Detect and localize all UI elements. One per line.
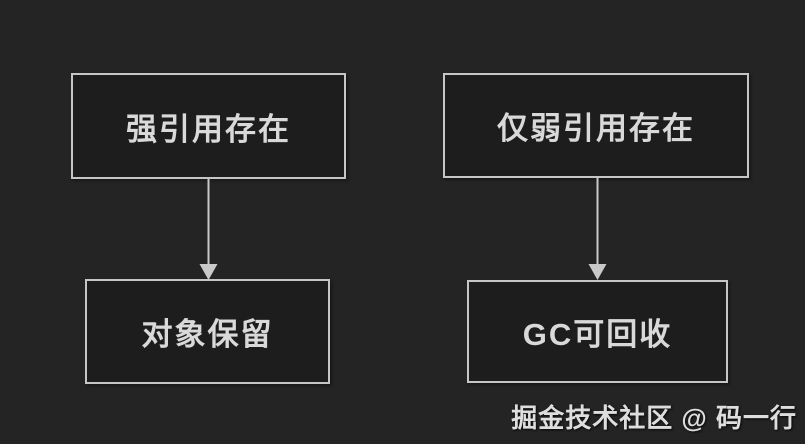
flow-node-retained: 对象保留 (85, 279, 330, 384)
flow-node-label: 对象保留 (141, 317, 274, 352)
watermark: 掘金技术社区 @ 码一行 (511, 403, 797, 433)
flow-node-label: 强引用存在 (126, 111, 291, 147)
flow-node-gc: GC可回收 (467, 280, 728, 383)
arrow-weak-to-gc-icon (588, 178, 607, 280)
arrow-strong-to-retained-icon (199, 179, 218, 280)
flow-node-label: 仅弱引用存在 (497, 111, 695, 146)
flow-node-label: GC可回收 (522, 317, 673, 352)
flow-node-strong-ref: 强引用存在 (71, 73, 346, 179)
flow-node-weak-ref: 仅弱引用存在 (443, 73, 749, 178)
